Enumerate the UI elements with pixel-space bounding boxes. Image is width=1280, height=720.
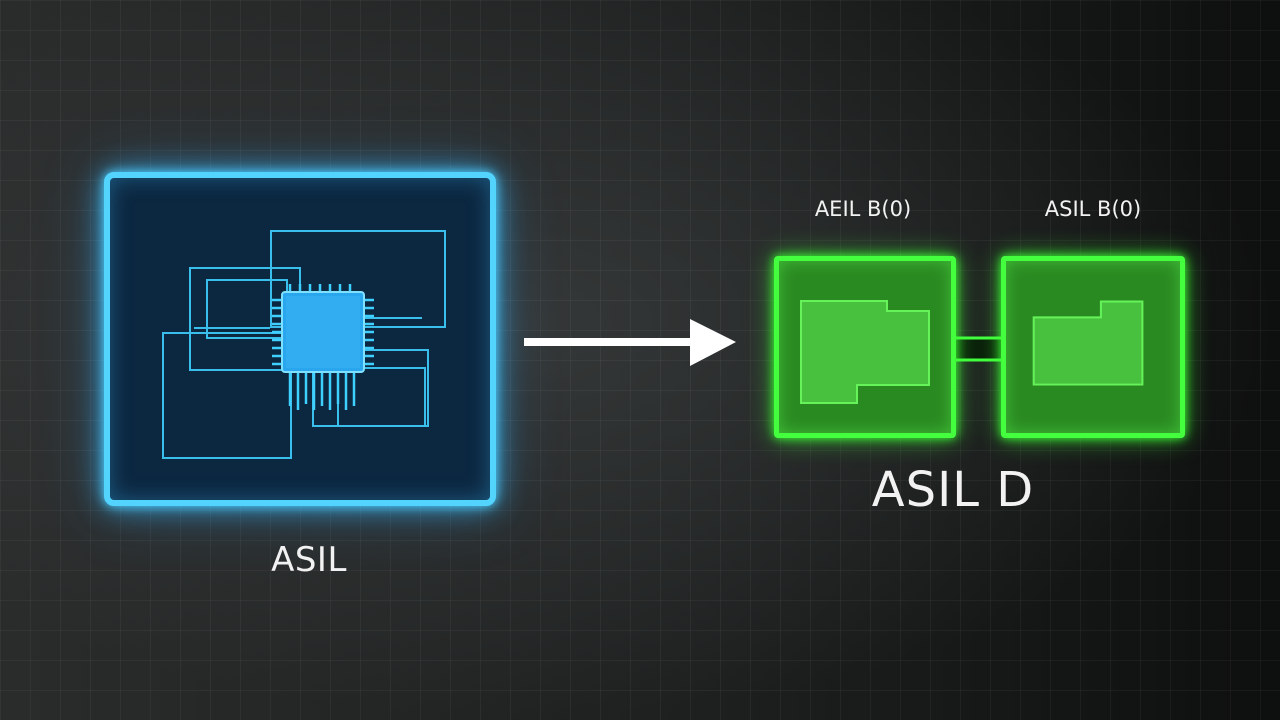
asil-b-block-left	[774, 256, 956, 438]
microchip-icon	[162, 230, 446, 459]
asil-b-label-left: AEIL B(0)	[814, 197, 912, 221]
partition-block-icon	[1032, 300, 1144, 386]
asil-b-label-right: ASIL B(0)	[1044, 197, 1142, 221]
asil-b-block-right	[1001, 256, 1185, 438]
asil-block-blue	[104, 172, 496, 506]
asil-d-label: ASIL D	[871, 462, 1035, 518]
asil-label: ASIL	[271, 540, 347, 580]
partition-block-icon	[800, 300, 930, 404]
arrow-right-icon	[524, 319, 736, 366]
